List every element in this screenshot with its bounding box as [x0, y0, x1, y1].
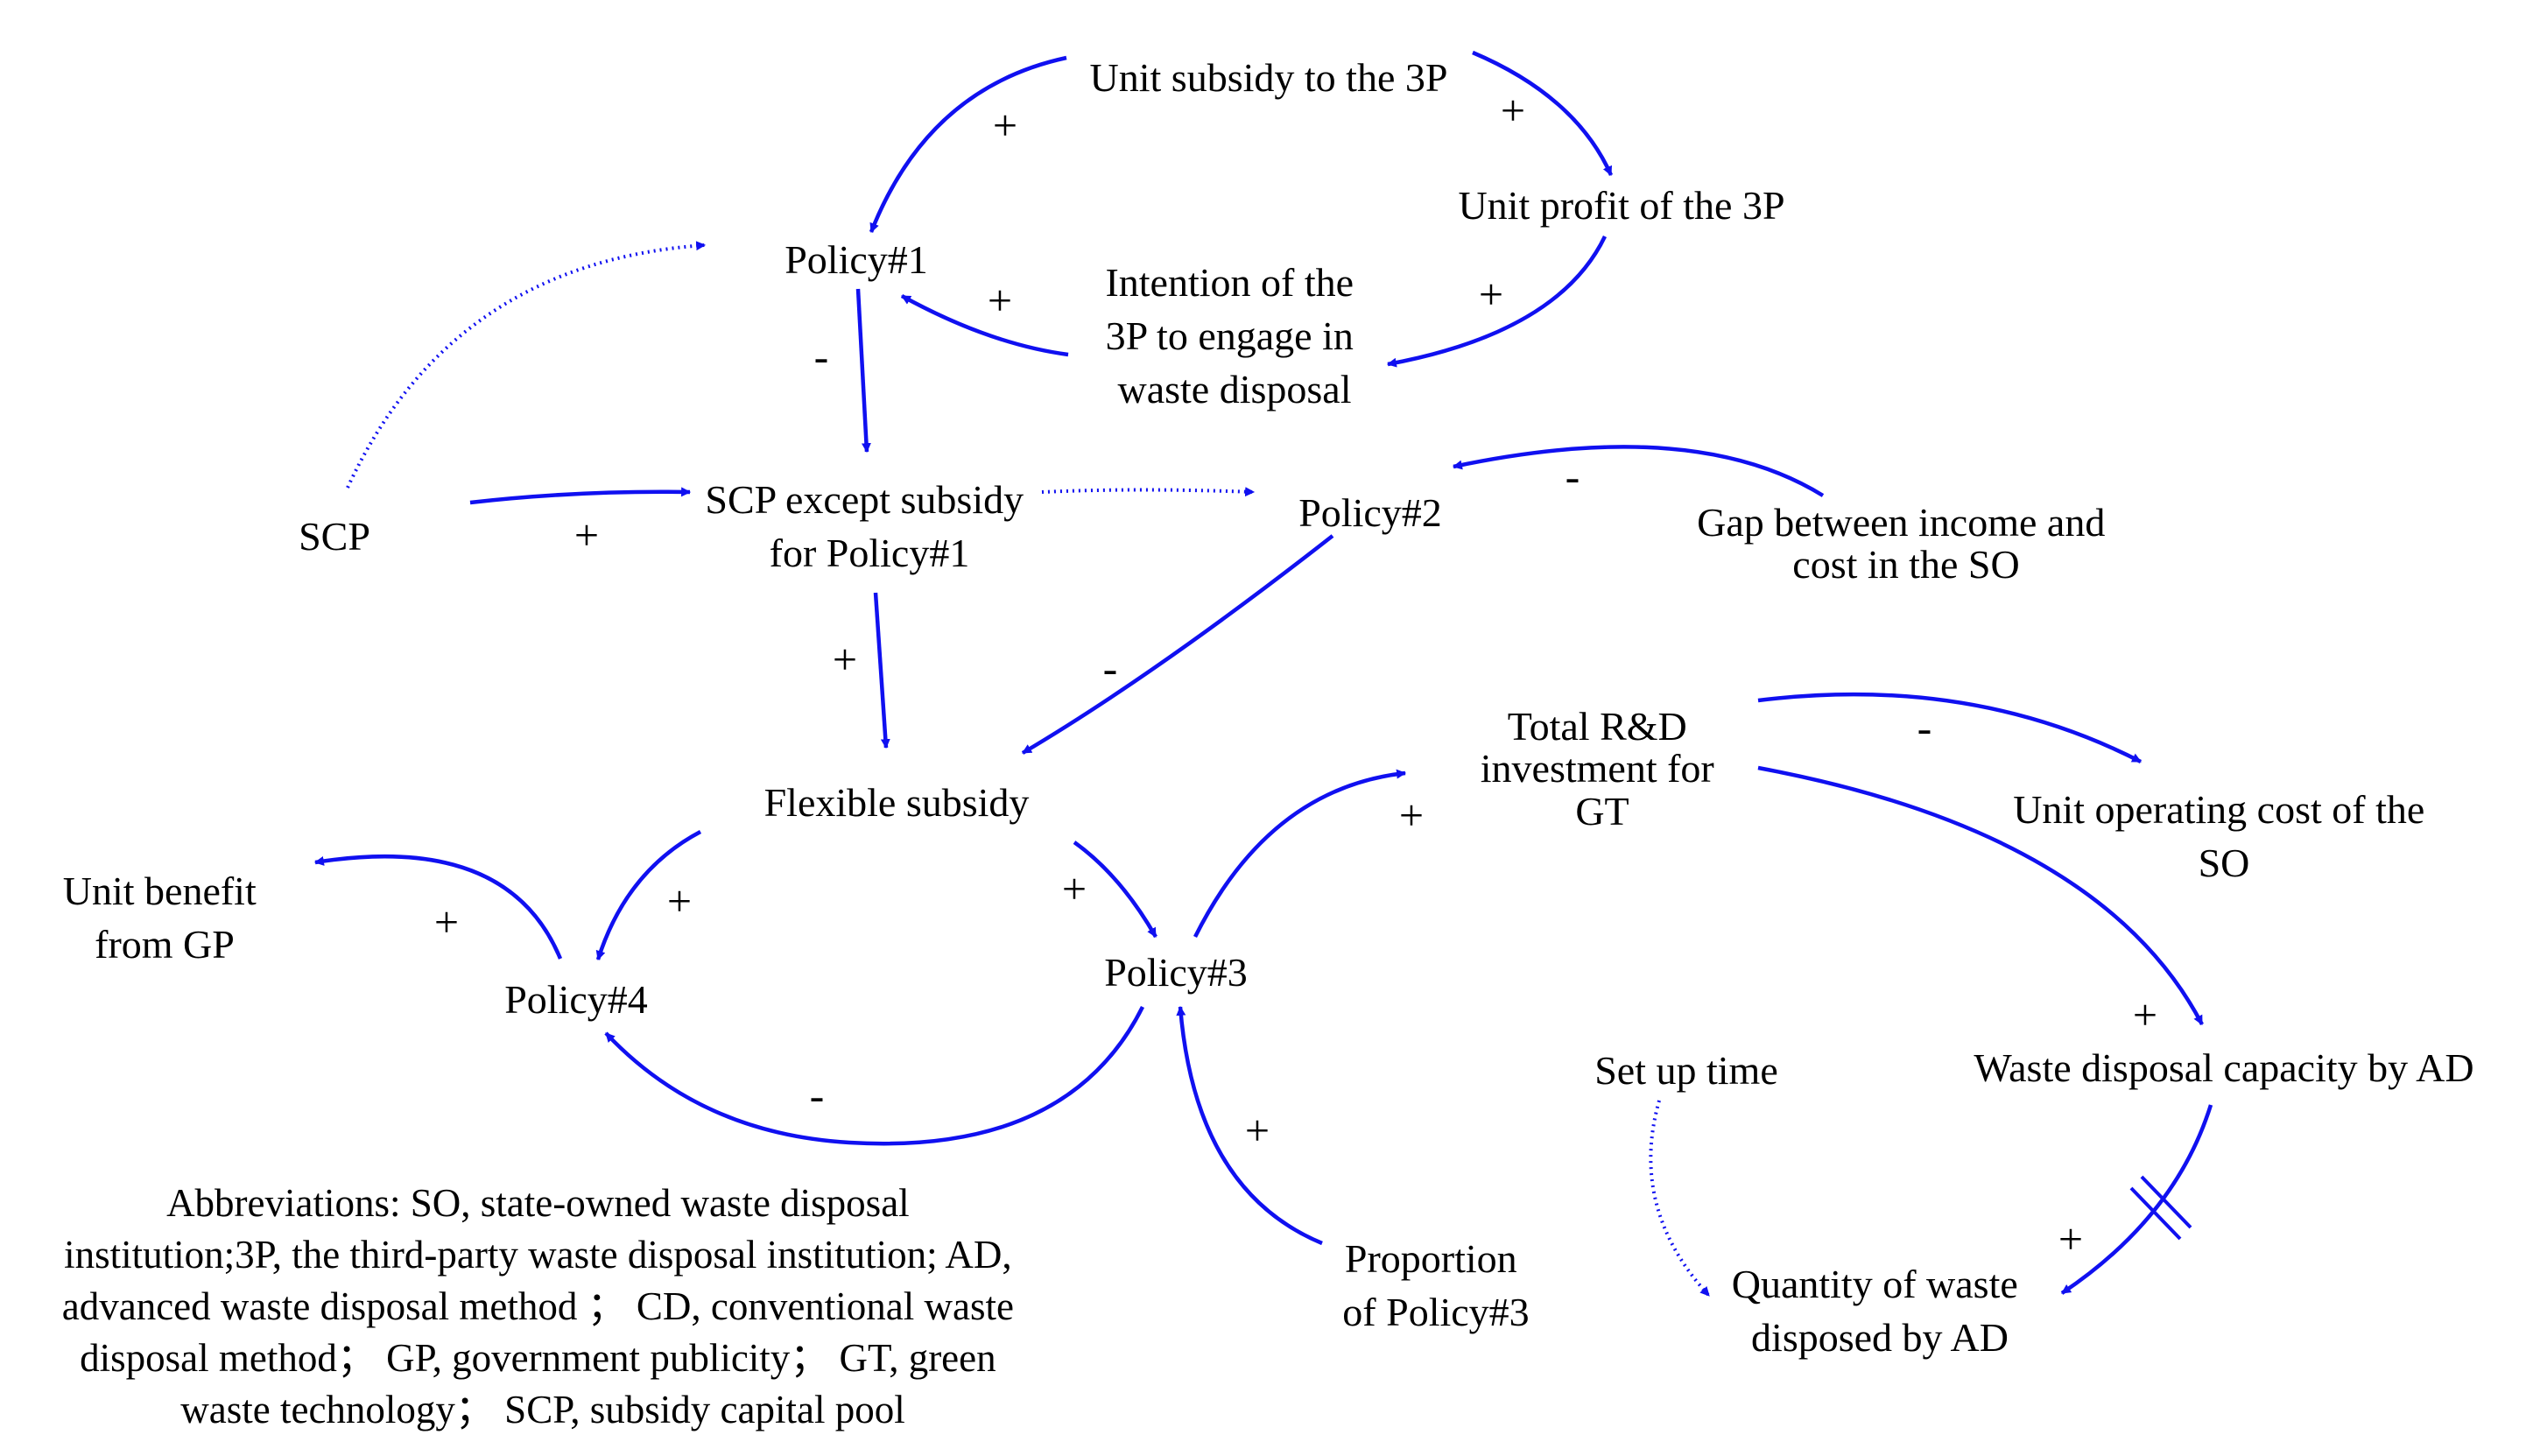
polarity-total-rd-to-unit-operating: - — [1917, 703, 1932, 752]
polarity-subsidy-to-policy1: + — [993, 101, 1017, 150]
node-policy3[interactable]: Policy#3 — [1104, 950, 1248, 995]
link-intention-to-policy1 — [900, 294, 1069, 357]
polarity-policy1-to-scp-except: - — [814, 332, 829, 381]
delay-tick-2 — [2140, 1175, 2192, 1229]
link-capacity-to-quantity — [2060, 1104, 2213, 1295]
link-policy4-to-unit-benefit — [313, 854, 563, 960]
causal-links — [313, 50, 2213, 1298]
polarity-gap-to-policy2: - — [1566, 452, 1580, 501]
polarity-intention-to-policy1: + — [988, 276, 1012, 325]
polarity-scp-except-to-flexible: + — [833, 635, 857, 684]
node-quantity[interactable]: Quantity of waste disposed by AD — [1732, 1262, 2029, 1360]
link-policy3-to-policy4 — [604, 1005, 1145, 1146]
polarity-subsidy-to-profit: + — [1501, 86, 1525, 135]
node-intention-line-3: waste disposal — [1117, 367, 1351, 411]
abbreviations-line-2: institution;3P, the third-party waste di… — [64, 1233, 1011, 1277]
delay-tick-1 — [2129, 1186, 2182, 1241]
link-setup-to-quantity — [1649, 1100, 1711, 1298]
abbreviations-text: Abbreviations: SO, state-owned waste dis… — [62, 1181, 1024, 1431]
link-scp-except-to-policy2 — [1041, 487, 1256, 497]
abbreviations-line-3: advanced waste disposal method ； CD, con… — [62, 1284, 1014, 1328]
node-policy1[interactable]: Policy#1 — [785, 237, 928, 282]
node-proportion-line-1: Proportion — [1345, 1236, 1517, 1281]
polarity-policy4-to-unit-benefit: + — [434, 897, 459, 946]
node-set-up[interactable]: Set up time — [1594, 1048, 1778, 1093]
node-total-rd-line-3: GT — [1575, 789, 1629, 834]
polarity-flexible-to-policy3: + — [1062, 864, 1087, 913]
polarity-signs: + + + + - + - + - + + + - + + - + + — [434, 86, 2157, 1263]
node-scp-except[interactable]: SCP except subsidy for Policy#1 — [705, 477, 1033, 575]
node-policy2-line-1: Policy#2 — [1298, 490, 1442, 535]
node-proportion[interactable]: Proportion of Policy#3 — [1342, 1236, 1529, 1334]
link-scp-to-scp-except — [469, 487, 692, 505]
node-unit-operating[interactable]: Unit operating cost of the SO — [2013, 787, 2435, 885]
node-unit-operating-line-1: Unit operating cost of the — [2013, 787, 2424, 832]
node-scp-except-line-1: SCP except subsidy — [705, 477, 1024, 522]
polarity-policy3-to-policy4: - — [810, 1071, 825, 1120]
node-total-rd-line-1: Total R&D — [1508, 704, 1687, 749]
node-unit-profit-line-1: Unit profit of the 3P — [1458, 183, 1784, 228]
node-flexible-line-1: Flexible subsidy — [764, 780, 1030, 825]
node-gap-line-1: Gap between income and — [1697, 500, 2105, 545]
polarity-total-rd-to-capacity: + — [2133, 990, 2157, 1039]
node-scp-line-1: SCP — [299, 514, 370, 559]
polarity-policy3-to-total-rd: + — [1399, 791, 1424, 840]
link-scp-except-to-flexible — [873, 592, 890, 749]
node-unit-profit[interactable]: Unit profit of the 3P — [1458, 183, 1784, 228]
link-policy2-to-flexible — [1021, 534, 1334, 755]
node-policy4[interactable]: Policy#4 — [504, 977, 648, 1022]
link-policy3-to-total-rd — [1193, 769, 1407, 939]
abbreviations-line-5: waste technology； SCP, subsidy capital p… — [180, 1388, 904, 1431]
node-policy4-line-1: Policy#4 — [504, 977, 648, 1022]
link-scp-to-policy1 — [346, 241, 707, 489]
node-proportion-line-2: of Policy#3 — [1342, 1290, 1529, 1334]
node-policy2[interactable]: Policy#2 — [1298, 490, 1442, 535]
link-subsidy-to-profit — [1472, 50, 1614, 177]
node-unit-subsidy-line-1: Unit subsidy to the 3P — [1090, 55, 1448, 100]
node-unit-benefit-line-1: Unit benefit — [63, 869, 257, 913]
link-total-rd-to-capacity — [1757, 765, 2204, 1026]
node-gap-line-2: cost in the SO — [1792, 542, 2019, 587]
node-policy1-line-1: Policy#1 — [785, 237, 928, 282]
polarity-flexible-to-policy4: + — [667, 876, 692, 925]
link-gap-to-policy2 — [1452, 445, 1825, 497]
node-waste-capacity-line-1: Waste disposal capacity by AD — [1974, 1045, 2473, 1090]
node-unit-benefit[interactable]: Unit benefit from GP — [63, 869, 267, 967]
node-quantity-line-1: Quantity of waste — [1732, 1262, 2018, 1306]
node-total-rd-line-2: investment for — [1481, 746, 1714, 791]
node-unit-operating-line-2: SO — [2199, 841, 2250, 885]
node-flexible[interactable]: Flexible subsidy — [764, 780, 1030, 825]
abbreviations-note: Abbreviations: SO, state-owned waste dis… — [62, 1181, 1024, 1431]
node-intention-line-2: 3P to engage in — [1106, 313, 1354, 358]
node-unit-subsidy[interactable]: Unit subsidy to the 3P — [1090, 55, 1448, 100]
node-gap[interactable]: Gap between income and cost in the SO — [1697, 500, 2115, 587]
link-subsidy-to-policy1 — [869, 55, 1067, 234]
abbreviations-line-1: Abbreviations: SO, state-owned waste dis… — [166, 1181, 910, 1225]
node-set-up-line-1: Set up time — [1594, 1048, 1778, 1093]
node-scp-except-line-2: for Policy#1 — [770, 531, 970, 575]
node-total-rd[interactable]: Total R&D investment for GT — [1481, 704, 1725, 834]
node-quantity-line-2: disposed by AD — [1751, 1315, 2009, 1360]
polarity-capacity-to-quantity: + — [2058, 1214, 2083, 1263]
link-profit-to-intention — [1386, 236, 1608, 368]
delay-marker — [2129, 1175, 2192, 1241]
node-intention[interactable]: Intention of the 3P to engage in waste d… — [1105, 260, 1363, 411]
polarity-proportion-to-policy3: + — [1245, 1106, 1270, 1155]
polarity-policy2-to-flexible: - — [1103, 644, 1118, 693]
link-flexible-to-policy3 — [1073, 841, 1157, 939]
link-total-rd-to-unit-operating — [1757, 692, 2143, 764]
abbreviations-line-4: disposal method； GP, government publicit… — [80, 1336, 996, 1380]
polarity-profit-to-intention: + — [1479, 270, 1503, 319]
variables: Unit subsidy to the 3P Unit profit of th… — [63, 55, 2474, 1360]
node-waste-capacity[interactable]: Waste disposal capacity by AD — [1974, 1045, 2473, 1090]
polarity-scp-to-scp-except: + — [574, 510, 599, 559]
node-policy3-line-1: Policy#3 — [1104, 950, 1248, 995]
link-policy1-to-scp-except — [855, 288, 871, 454]
node-scp[interactable]: SCP — [299, 514, 370, 559]
node-intention-line-1: Intention of the — [1105, 260, 1354, 305]
link-proportion-to-policy3 — [1176, 1005, 1323, 1246]
link-flexible-to-policy4 — [595, 830, 702, 961]
node-unit-benefit-line-2: from GP — [95, 922, 235, 967]
